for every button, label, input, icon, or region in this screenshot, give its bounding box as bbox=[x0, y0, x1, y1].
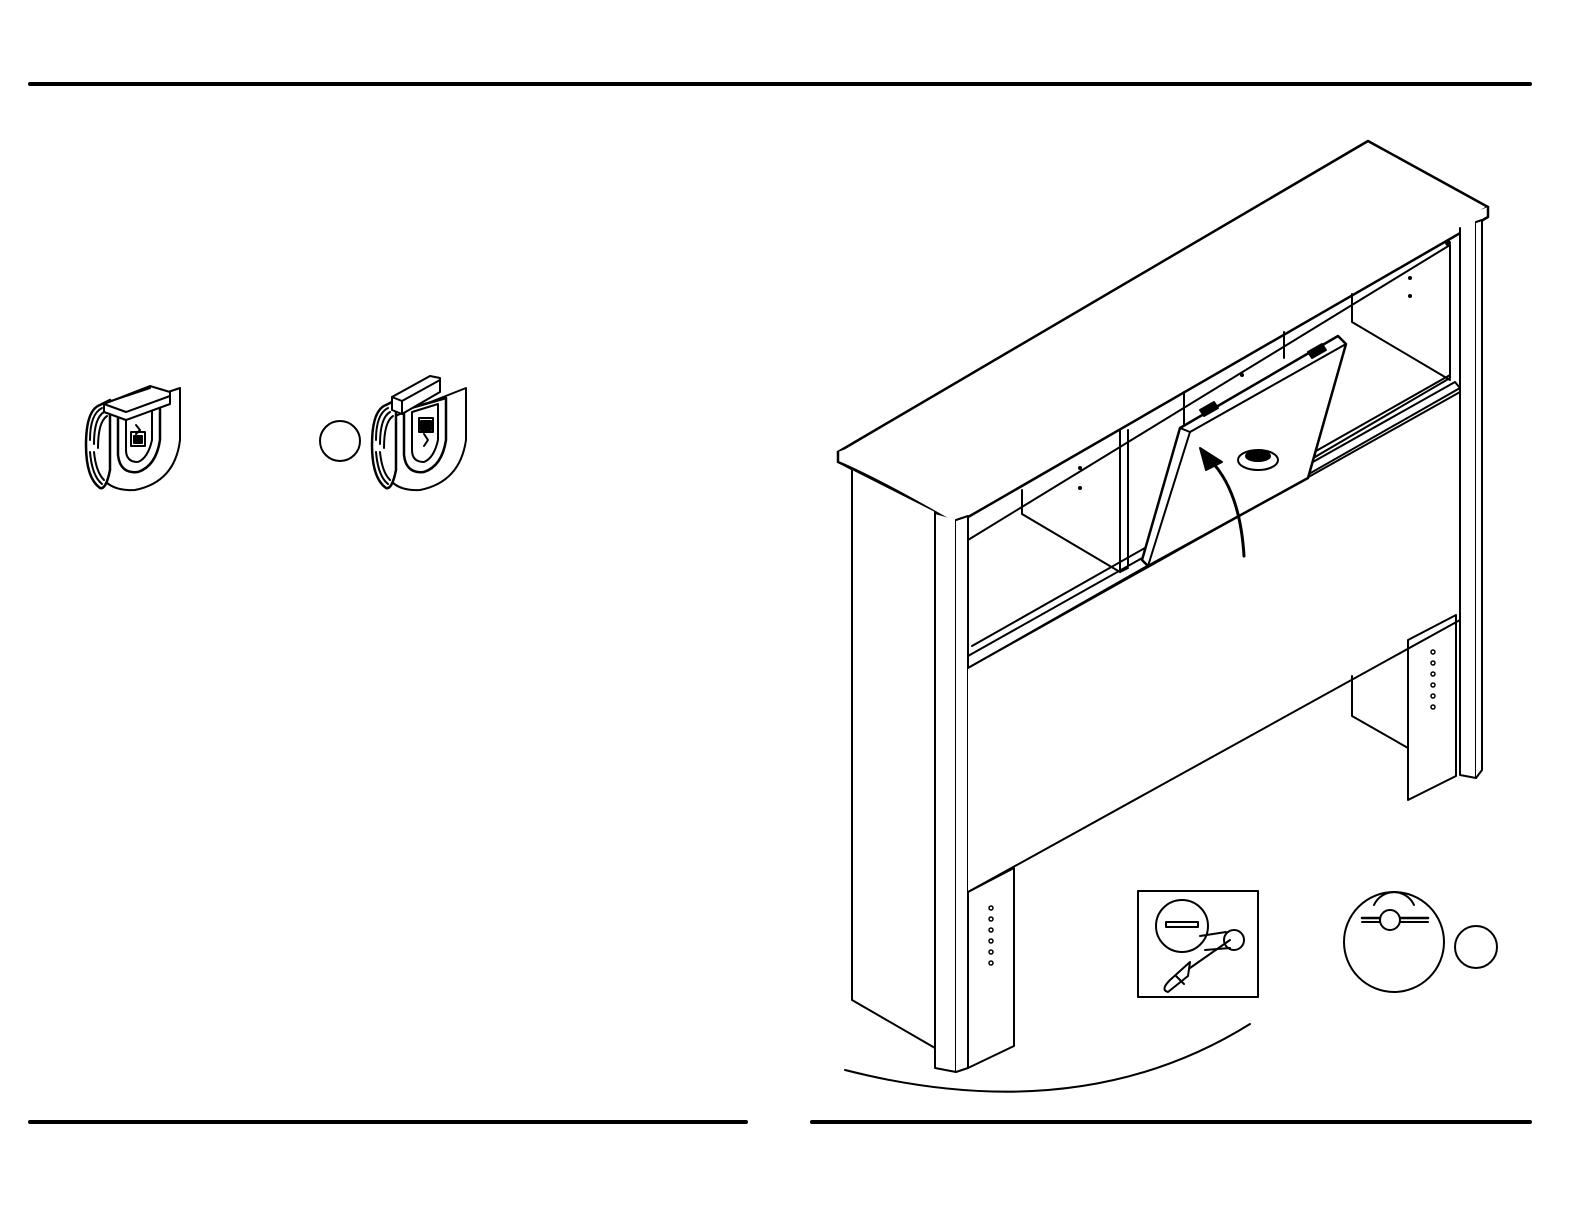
locked-marker-circle bbox=[320, 421, 360, 461]
detail-marker-circle bbox=[1455, 926, 1497, 968]
cam-detail-icon bbox=[1344, 892, 1444, 992]
cam-lock-open-icon bbox=[86, 386, 180, 490]
cam-lock-locked-icon bbox=[372, 376, 466, 490]
rotation-arc bbox=[845, 1024, 1250, 1092]
screwdriver-turn-icon bbox=[1138, 891, 1258, 997]
